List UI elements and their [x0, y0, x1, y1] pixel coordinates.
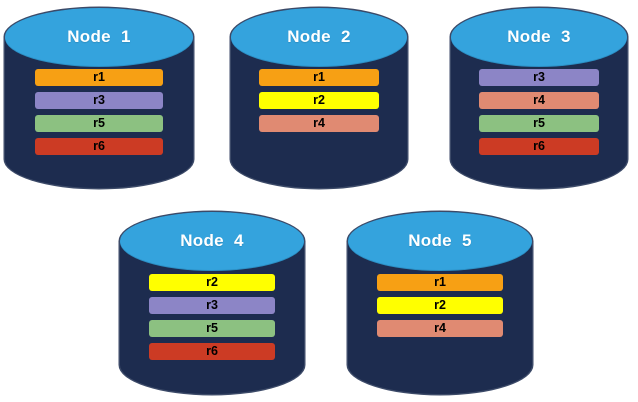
cylinder-top-icon: [348, 212, 532, 271]
cylinder-top-icon: [231, 8, 407, 66]
database-node-4[interactable]: Node 4 r2 r3 r5 r6: [120, 212, 304, 394]
record-bar[interactable]: r4: [259, 115, 379, 133]
record-bar[interactable]: r5: [149, 319, 275, 337]
cylinder-top-icon: [451, 8, 627, 66]
record-bar[interactable]: r6: [479, 138, 599, 156]
record-bar[interactable]: r2: [149, 273, 275, 291]
record-bar[interactable]: r1: [377, 273, 503, 291]
record-bar[interactable]: r1: [259, 69, 379, 87]
cylinder-top-icon: [5, 8, 193, 66]
database-node-5[interactable]: Node 5 r1 r2 r4: [348, 212, 532, 394]
database-node-3[interactable]: Node 3 r3 r4 r5 r6: [451, 8, 627, 188]
record-list: r1 r2 r4: [231, 69, 407, 133]
record-bar[interactable]: r2: [259, 92, 379, 110]
record-bar[interactable]: r5: [479, 115, 599, 133]
record-bar[interactable]: r3: [35, 92, 163, 110]
node-title: Node 5: [408, 231, 472, 251]
database-node-2[interactable]: Node 2 r1 r2 r4: [231, 8, 407, 188]
record-bar[interactable]: r4: [479, 92, 599, 110]
record-bar[interactable]: r3: [149, 296, 275, 314]
record-list: r1 r2 r4: [348, 273, 532, 337]
node-title: Node 4: [180, 231, 244, 251]
record-list: r1 r3 r5 r6: [5, 69, 193, 156]
node-title: Node 3: [507, 26, 571, 46]
record-bar[interactable]: r6: [149, 342, 275, 360]
node-title: Node 1: [67, 26, 131, 46]
record-bar[interactable]: r4: [377, 319, 503, 337]
node-title: Node 2: [287, 26, 351, 46]
cylinder-top-icon: [120, 212, 304, 271]
record-bar[interactable]: r6: [35, 138, 163, 156]
record-bar[interactable]: r5: [35, 115, 163, 133]
record-bar[interactable]: r1: [35, 69, 163, 87]
record-bar[interactable]: r2: [377, 296, 503, 314]
record-list: r3 r4 r5 r6: [451, 69, 627, 156]
database-node-1[interactable]: Node 1 r1 r3 r5 r6: [5, 8, 193, 188]
record-bar[interactable]: r3: [479, 69, 599, 87]
record-list: r2 r3 r5 r6: [120, 273, 304, 360]
